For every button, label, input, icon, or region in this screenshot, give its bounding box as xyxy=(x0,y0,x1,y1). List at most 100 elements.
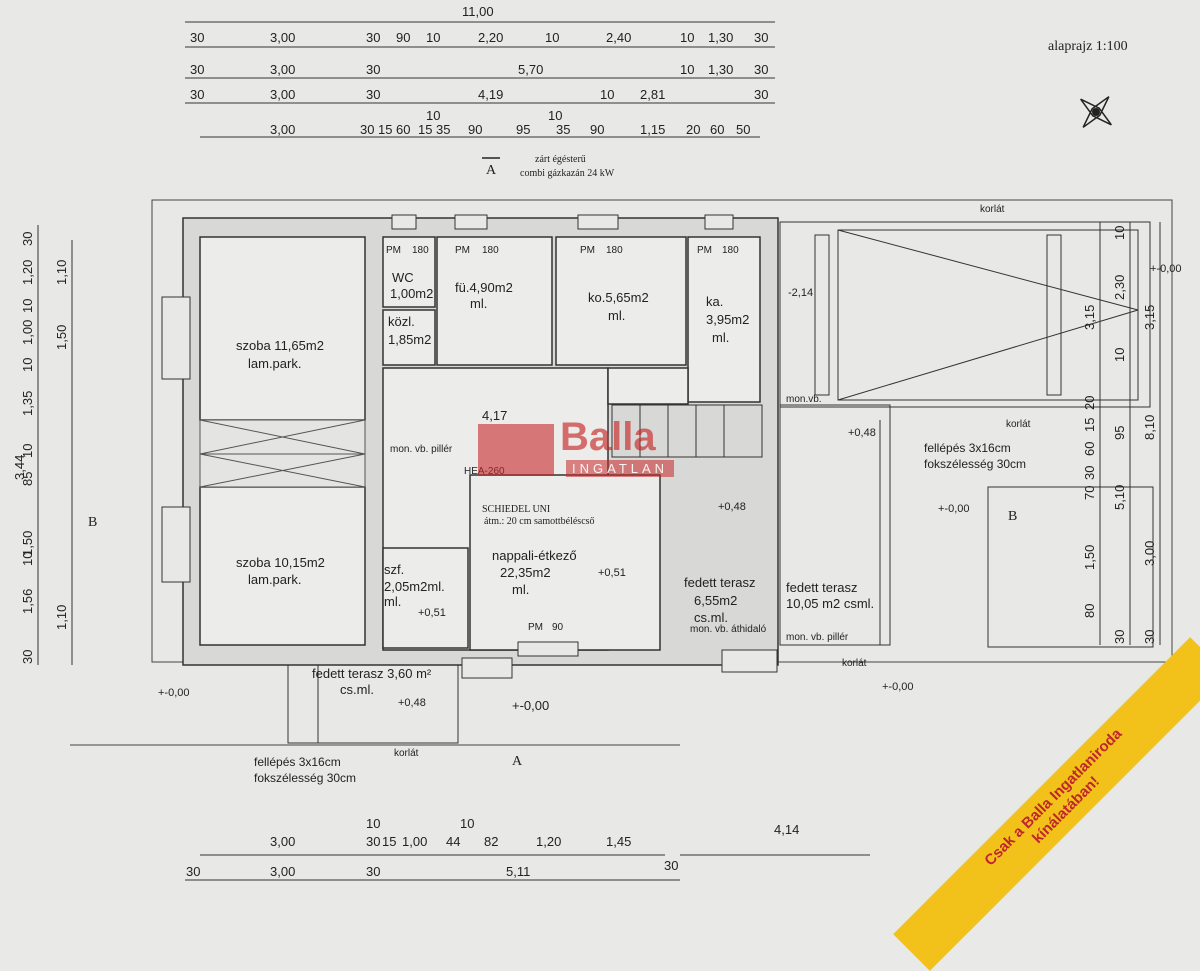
section-a-bottom: A xyxy=(512,754,523,769)
section-a-top: A xyxy=(486,163,497,178)
dim-417: 4,17 xyxy=(482,408,507,423)
dim: 4,14 xyxy=(774,822,799,837)
dim: 5,11 xyxy=(506,864,530,879)
watermark-logo-icon xyxy=(478,424,554,476)
dim: 35 xyxy=(556,122,570,137)
pm-value: 180 xyxy=(606,245,623,256)
dim: 1,35 xyxy=(20,391,35,416)
dim: 1,15 xyxy=(640,122,665,137)
room-szf-area: 2,05m2ml. xyxy=(384,579,445,594)
dim: 50 xyxy=(736,122,750,137)
dim: 10 xyxy=(426,30,440,45)
dim: 60 xyxy=(710,122,724,137)
dim: 90 xyxy=(468,122,482,137)
level: +-0,00 xyxy=(882,681,914,693)
dim: 1,45 xyxy=(606,834,631,849)
dim: 30 xyxy=(1082,466,1097,480)
room-konyha-floor: ml. xyxy=(608,308,625,323)
room-nappali-floor: ml. xyxy=(512,582,529,597)
dim: 30 xyxy=(754,62,768,77)
dim: 10 xyxy=(1112,348,1127,362)
dim: 30 xyxy=(366,62,380,77)
dim: 1,30 xyxy=(708,30,733,45)
fellepes-bottom-2: fokszélesség 30cm xyxy=(254,771,356,785)
room-szf-name: szf. xyxy=(384,562,404,577)
dim: 30 xyxy=(186,864,200,879)
level: +-0,00 xyxy=(1150,263,1182,275)
dim: 2,40 xyxy=(606,30,631,45)
level: +-0,00 xyxy=(938,503,970,515)
dim: 3,00 xyxy=(270,62,295,77)
dim: 1,20 xyxy=(536,834,561,849)
dim: 3,00 xyxy=(270,122,295,137)
dim: 82 xyxy=(484,834,498,849)
dim: 10 xyxy=(680,62,694,77)
dim: 3,00 xyxy=(270,864,295,879)
room-terasz2-area: 6,55m2 xyxy=(694,593,737,608)
dim: 5,70 xyxy=(518,62,543,77)
dim: 30 xyxy=(190,30,204,45)
room-nappali-name: nappali-étkező xyxy=(492,548,577,563)
room-terasz2-floor: cs.ml. xyxy=(694,610,728,625)
room-szoba1-name: szoba 11,65m2 xyxy=(236,338,324,353)
section-b-left: B xyxy=(88,515,97,530)
dim: 30 xyxy=(366,864,380,879)
dim: 60 xyxy=(1082,442,1097,456)
dim: 4,19 xyxy=(478,87,503,102)
dim: 70 xyxy=(1082,486,1097,500)
pm-label: PM xyxy=(386,245,401,256)
level: +0,51 xyxy=(598,567,626,579)
dim: 15 xyxy=(378,122,392,137)
dim: 30 xyxy=(20,650,35,664)
level: +-0,00 xyxy=(158,687,190,699)
room-szoba1-floor: lam.park. xyxy=(248,356,301,371)
dim: 10 xyxy=(1112,226,1127,240)
fellepes-bottom-1: fellépés 3x16cm xyxy=(254,755,341,769)
dim: 3,15 xyxy=(1142,305,1157,330)
dim: 10 xyxy=(366,816,380,831)
room-terasz2-name: fedett terasz xyxy=(684,575,756,590)
dim: 3,00 xyxy=(1142,541,1157,566)
room-wc-area: 1,00m2 xyxy=(390,286,433,301)
dim: 8,10 xyxy=(1142,415,1157,440)
pillar2-label: mon. vb. pillér xyxy=(786,632,849,643)
room-konyha-name: ko.5,65m2 xyxy=(588,290,649,305)
section-b-right: B xyxy=(1008,509,1017,524)
level: +0,51 xyxy=(418,607,446,619)
dim: 30 xyxy=(366,30,380,45)
fellepes-right-1: fellépés 3x16cm xyxy=(924,441,1011,455)
schiedel-label: SCHIEDEL UNI xyxy=(482,504,550,515)
dim: 2,30 xyxy=(1112,275,1127,300)
dim: 1,30 xyxy=(708,62,733,77)
dim: 95 xyxy=(516,122,530,137)
combi-label-2: combi gázkazán 24 kW xyxy=(520,168,615,179)
room-furdo-floor: ml. xyxy=(470,296,487,311)
dim: 10 xyxy=(600,87,614,102)
dim: 80 xyxy=(1082,604,1097,618)
dim: 60 xyxy=(396,122,410,137)
level: -2,14 xyxy=(788,287,813,299)
pm-label: PM xyxy=(580,245,595,256)
dim: 90 xyxy=(396,30,410,45)
korlat-top: korlát xyxy=(980,204,1005,215)
pm-value: 180 xyxy=(412,245,429,256)
watermark-subtitle: INGATLAN xyxy=(566,460,674,477)
dim: 20 xyxy=(686,122,700,137)
room-szf-floor: ml. xyxy=(384,594,401,609)
dim: 10 xyxy=(426,108,440,123)
level: +0,48 xyxy=(398,697,426,709)
dim: 10 xyxy=(548,108,562,123)
athidalo-label: mon. vb. áthidaló xyxy=(690,624,767,635)
pm-label: PM xyxy=(455,245,470,256)
dim: 1,20 xyxy=(20,260,35,285)
dim: 30 xyxy=(754,30,768,45)
pm-value: 180 xyxy=(482,245,499,256)
dim: 3,44 xyxy=(12,455,27,480)
dim: 1,50 xyxy=(54,325,69,350)
dim: 44 xyxy=(446,834,460,849)
dim: 1,10 xyxy=(54,605,69,630)
room-furdo-name: fü.4,90m2 xyxy=(455,280,513,295)
dim: 30 xyxy=(20,232,35,246)
fellepes-right-2: fokszélesség 30cm xyxy=(924,457,1026,471)
dim: 30 xyxy=(754,87,768,102)
